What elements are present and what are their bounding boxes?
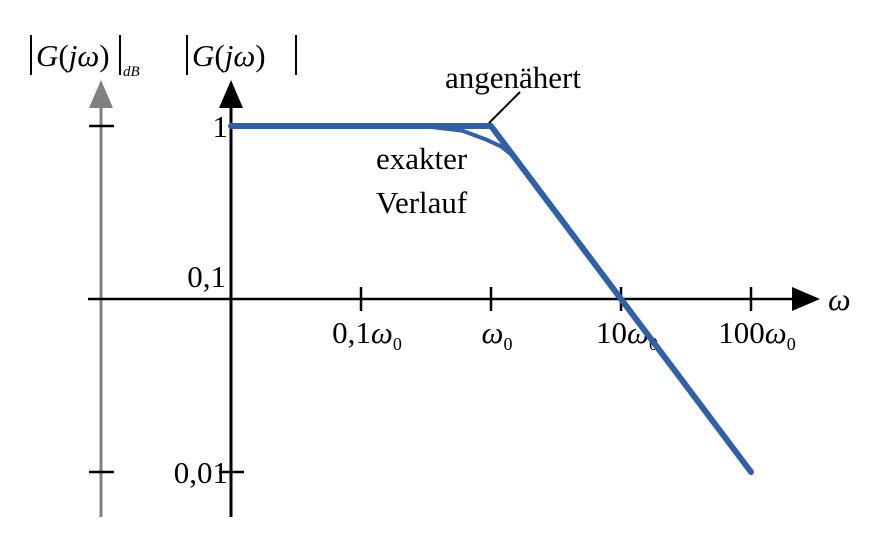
annotation-verlauf: Verlauf: [376, 185, 468, 220]
y-tick-label-1: 0,1: [187, 259, 226, 294]
x-axis-arrow: [792, 287, 820, 311]
y-tick-label-2: 0,01: [174, 455, 228, 490]
series-line-exact: [229, 124, 520, 162]
db-axis-label-main: G(jω): [36, 38, 110, 73]
magnitude-axis-label-text: G(jω): [192, 38, 266, 73]
magnitude-axis-label: G(jω): [186, 35, 297, 75]
x-tick-label-0: 0,1ω0: [332, 315, 402, 354]
x-tick-label-2: 10ω0: [596, 315, 658, 354]
db-axis-arrow: [89, 80, 113, 108]
annotation-exakter: exakter: [376, 141, 468, 176]
x-tick-label-3: 100ω0: [718, 315, 795, 354]
y-tick-label-0: 1: [213, 109, 229, 144]
x-tick-label-1: ω0: [482, 315, 513, 354]
x-axis-label: ω: [828, 281, 851, 317]
db-axis-label: G(jω) dB: [30, 35, 140, 80]
annotation-angenaehert-leader: [488, 91, 521, 124]
annotation-angenaehert: angenähert: [445, 60, 581, 95]
db-axis-label-sub: dB: [123, 64, 140, 80]
y-axis-arrow: [219, 80, 243, 108]
